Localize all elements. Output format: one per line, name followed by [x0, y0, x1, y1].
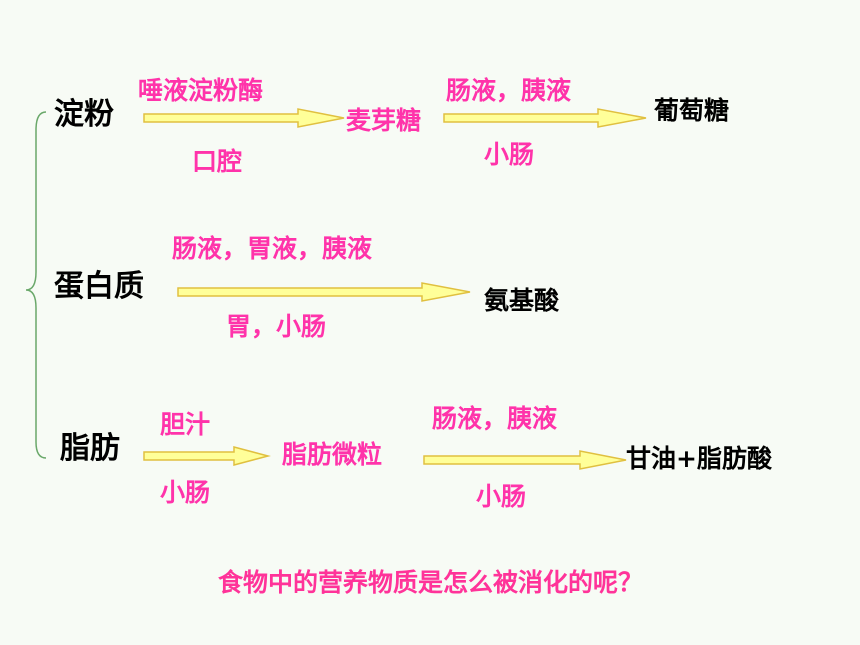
question-text: 食物中的营养物质是怎么被消化的呢？ — [218, 568, 644, 597]
protein-place: 胃，小肠 — [226, 312, 327, 341]
left-brace — [25, 111, 47, 459]
fat-arrow-2 — [423, 450, 627, 470]
protein-label: 蛋白质 — [54, 269, 144, 304]
fat-step2-enzyme: 肠液，胰液 — [432, 404, 558, 433]
fat-step2-place: 小肠 — [476, 482, 527, 511]
starch-step1-enzyme: 唾液淀粉酶 — [138, 76, 264, 105]
starch-arrow-1 — [143, 108, 345, 128]
starch-product: 葡萄糖 — [654, 96, 730, 125]
starch-step2-enzyme: 肠液，胰液 — [446, 76, 572, 105]
fat-label: 脂肪 — [60, 431, 120, 466]
fat-intermediate: 脂肪微粒 — [282, 440, 383, 469]
starch-label: 淀粉 — [54, 97, 114, 132]
starch-step2-place: 小肠 — [484, 140, 535, 169]
starch-step1-place: 口腔 — [192, 147, 243, 176]
fat-step1-agent: 胆汁 — [160, 410, 211, 439]
starch-intermediate: 麦芽糖 — [346, 106, 422, 135]
protein-product: 氨基酸 — [484, 286, 560, 315]
protein-arrow — [177, 282, 471, 302]
protein-enzyme: 肠液，胃液，胰液 — [172, 234, 373, 263]
starch-arrow-2 — [443, 108, 647, 128]
fat-product: 甘油+脂肪酸 — [626, 444, 772, 473]
fat-step1-place: 小肠 — [160, 478, 211, 507]
fat-arrow-1 — [143, 446, 271, 466]
